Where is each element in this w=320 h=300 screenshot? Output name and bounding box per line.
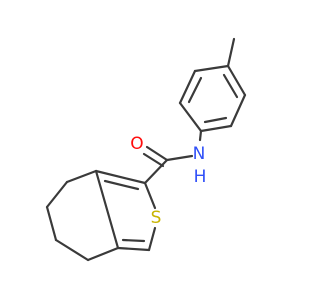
bond-c7a-c1	[94, 169, 147, 185]
bond-c3-c3a	[116, 246, 151, 252]
bond-c3-c4	[45, 205, 58, 242]
bond-methyl	[226, 37, 236, 68]
molecule-structure-diagram: O N H S	[45, 37, 247, 262]
bond-ar-b-c-inner	[187, 76, 203, 104]
bond-carbonyl-n	[165, 154, 194, 162]
bond-ar-d-e-inner	[222, 73, 239, 99]
amide-group	[142, 129, 203, 185]
cyclohexane-ring	[45, 169, 120, 262]
bond-c3-c3a-inner	[121, 238, 146, 243]
bond-c1-s	[143, 181, 157, 210]
bond-c7a-c1-inner	[103, 179, 140, 191]
oxygen-atom-label: O	[130, 134, 143, 154]
bond-carbonyl-o-1	[145, 145, 169, 162]
bond-c2-c3	[45, 180, 69, 209]
bond-c1-carbonyl	[143, 158, 169, 185]
sulfur-atom-label: S	[151, 208, 162, 228]
bond-c4-c5	[54, 238, 90, 262]
bond-s-c3	[147, 226, 157, 252]
bond-ar-c-d	[193, 64, 230, 73]
bond-c5-c6	[86, 246, 120, 262]
nitrogen-atom-label: N	[193, 144, 206, 164]
bond-ar-b-c	[178, 69, 197, 105]
bond-carbonyl-o-2	[142, 152, 165, 168]
hydrogen-atom-label: H	[194, 167, 207, 187]
bond-ar-a-b	[178, 101, 203, 133]
bond-c1-c2	[65, 169, 98, 184]
bond-ar-e-f	[229, 93, 247, 128]
bond-ar-f-a	[199, 124, 233, 133]
bond-n-aryl	[198, 129, 203, 142]
bond-ring-fusion-c3a-c7a	[94, 169, 120, 250]
tolyl-ring	[178, 37, 247, 133]
bond-ar-f-a-inner	[203, 116, 228, 124]
thiophene-ring	[94, 169, 157, 252]
bond-ar-d-e	[226, 64, 247, 97]
